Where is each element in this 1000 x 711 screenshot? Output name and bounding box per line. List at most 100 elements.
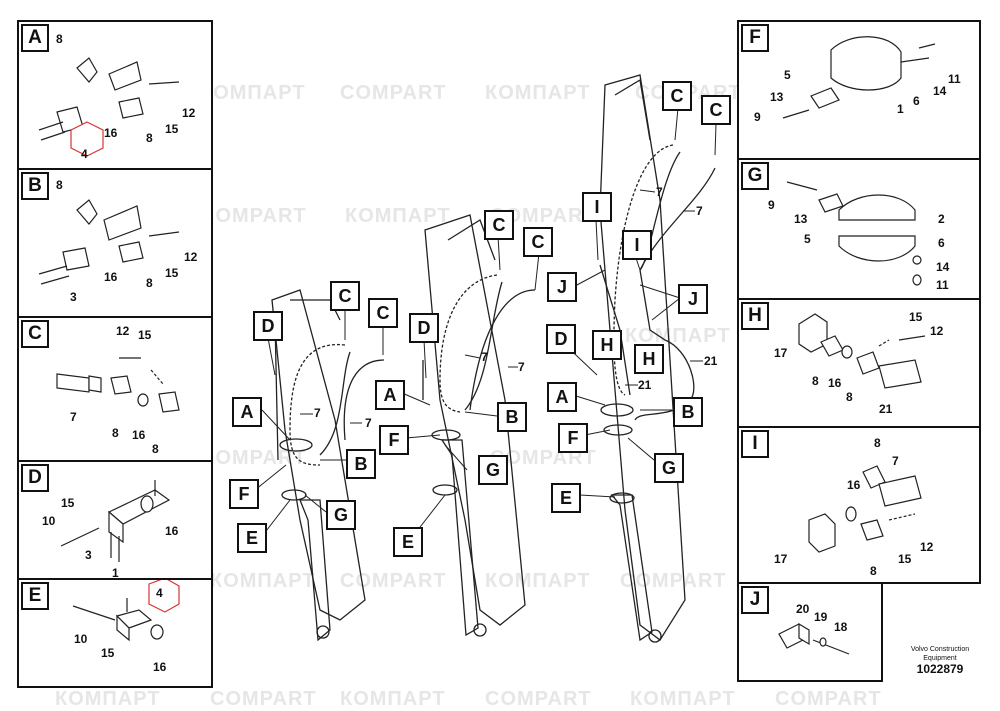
part-number: 21 xyxy=(638,378,652,392)
callout-c[interactable]: C xyxy=(484,210,514,240)
panel-h: H 15 12 17 8 16 8 21 xyxy=(737,298,981,428)
callout-c[interactable]: C xyxy=(330,281,360,311)
part-number: 15 xyxy=(101,646,115,660)
callout-e[interactable]: E xyxy=(237,523,267,553)
part-number: 11 xyxy=(936,278,949,292)
part-number: 17 xyxy=(774,552,788,566)
watermark: КОМПАРТ xyxy=(345,205,451,227)
panel-c-parts xyxy=(56,357,180,413)
callout-j[interactable]: J xyxy=(547,272,577,302)
panel-h-parts xyxy=(798,313,926,389)
callout-h[interactable]: H xyxy=(634,344,664,374)
part-number: 15 xyxy=(138,328,152,342)
part-number: 21 xyxy=(879,402,893,416)
callout-c[interactable]: C xyxy=(368,298,398,328)
part-number: 15 xyxy=(165,122,179,136)
part-number: 12 xyxy=(920,540,934,554)
callout-a[interactable]: A xyxy=(232,397,262,427)
callout-g[interactable]: G xyxy=(654,453,684,483)
part-number: 11 xyxy=(948,72,961,86)
part-number: 8 xyxy=(874,436,881,450)
part-number: 7 xyxy=(70,410,77,424)
panel-letter: H xyxy=(741,302,769,330)
part-number: 5 xyxy=(784,68,791,82)
part-number: 15 xyxy=(898,552,912,566)
part-number: 15 xyxy=(61,496,75,510)
callout-f[interactable]: F xyxy=(379,425,409,455)
watermark: КОМПАРТ xyxy=(340,688,446,710)
left-boom-body xyxy=(271,289,366,621)
callout-f[interactable]: F xyxy=(558,423,588,453)
part-number: 8 xyxy=(152,442,159,456)
panel-g: G 9 13 2 5 6 14 11 xyxy=(737,158,981,300)
callout-g[interactable]: G xyxy=(326,500,356,530)
panel-g-parts xyxy=(786,181,922,286)
callout-c[interactable]: C xyxy=(701,95,731,125)
watermark: КОМПАРТ xyxy=(630,688,736,710)
callout-d[interactable]: D xyxy=(546,324,576,354)
panel-a-parts xyxy=(38,57,180,157)
callout-f[interactable]: F xyxy=(229,479,259,509)
panel-d: D 15 10 16 3 1 xyxy=(17,460,213,580)
part-number: 10 xyxy=(74,632,88,646)
panel-letter: G xyxy=(741,162,769,190)
part-number: 3 xyxy=(85,548,92,562)
part-number: 15 xyxy=(165,266,179,280)
panel-j: J 20 19 18 xyxy=(737,582,883,682)
panel-letter: I xyxy=(741,430,769,458)
callout-b[interactable]: B xyxy=(673,397,703,427)
panel-c: C 12 15 7 8 16 8 xyxy=(17,316,213,462)
part-number: 13 xyxy=(794,212,808,226)
part-number: 6 xyxy=(938,236,945,250)
figure-number: 1022879 xyxy=(916,662,964,676)
part-number: 12 xyxy=(184,250,198,264)
callout-e[interactable]: E xyxy=(551,483,581,513)
part-number: 8 xyxy=(56,178,63,192)
callout-c[interactable]: C xyxy=(523,227,553,257)
callout-c[interactable]: C xyxy=(662,81,692,111)
watermark: COMPART xyxy=(200,447,307,469)
callout-e[interactable]: E xyxy=(393,527,423,557)
part-number: 13 xyxy=(770,90,784,104)
watermark: COMPART xyxy=(210,688,317,710)
callout-i[interactable]: I xyxy=(582,192,612,222)
callout-g[interactable]: G xyxy=(478,455,508,485)
part-number: 12 xyxy=(116,324,130,338)
part-number: 16 xyxy=(104,270,118,284)
part-number: 8 xyxy=(56,32,63,46)
callout-j[interactable]: J xyxy=(678,284,708,314)
callout-i[interactable]: I xyxy=(622,230,652,260)
part-number: 7 xyxy=(481,350,488,364)
part-number: 2 xyxy=(938,212,945,226)
watermark: COMPART xyxy=(490,205,597,227)
panel-f: F 5 11 13 14 6 9 1 xyxy=(737,20,981,160)
panel-e-parts xyxy=(72,580,180,642)
panel-i: I 8 7 16 15 12 17 8 xyxy=(737,426,981,584)
part-number: 17 xyxy=(774,346,788,360)
panel-f-parts xyxy=(782,36,936,119)
callout-d[interactable]: D xyxy=(253,311,283,341)
watermark: КОМПАРТ xyxy=(485,82,591,104)
callout-a[interactable]: A xyxy=(547,382,577,412)
panel-e: E 4 10 15 16 xyxy=(17,578,213,688)
part-number: 8 xyxy=(870,564,877,578)
callout-d[interactable]: D xyxy=(409,313,439,343)
panel-b-parts xyxy=(38,199,180,285)
part-number: 12 xyxy=(930,324,944,338)
panel-letter: F xyxy=(741,24,769,52)
callout-b[interactable]: B xyxy=(497,402,527,432)
part-number: 16 xyxy=(165,524,179,538)
part-number: 16 xyxy=(104,126,118,140)
panel-letter: D xyxy=(21,464,49,492)
callout-h[interactable]: H xyxy=(592,330,622,360)
callout-b[interactable]: B xyxy=(346,449,376,479)
watermark: КОМПАРТ xyxy=(485,570,591,592)
part-number: 14 xyxy=(933,84,947,98)
watermark: КОМПАРТ xyxy=(210,570,316,592)
panel-a: A 8 12 16 8 15 4 xyxy=(17,20,213,170)
part-number: 7 xyxy=(696,204,703,218)
part-number: 7 xyxy=(892,454,899,468)
part-number: 8 xyxy=(112,426,119,440)
callout-a[interactable]: A xyxy=(375,380,405,410)
